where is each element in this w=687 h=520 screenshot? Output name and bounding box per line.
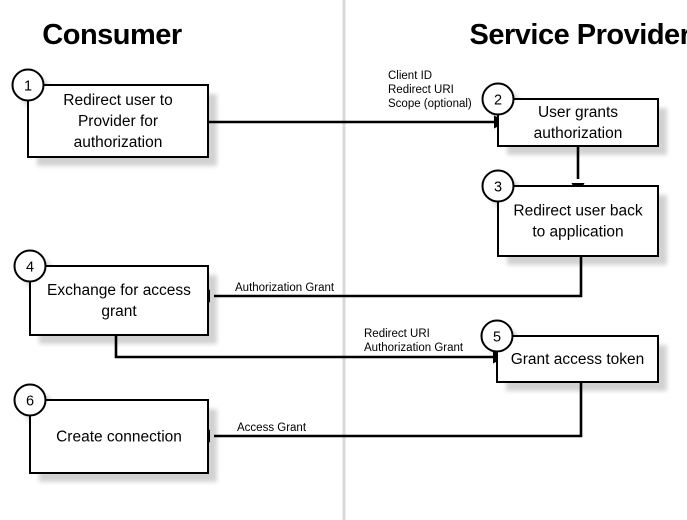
node-label-line: grant bbox=[101, 303, 137, 320]
edge-node-3-to-node-4: Authorization Grant bbox=[197, 256, 583, 303]
node-label-4: Exchange for access grant bbox=[47, 282, 191, 320]
step-number-5: 5 bbox=[493, 330, 501, 346]
node-label-line: to application bbox=[532, 224, 623, 241]
column-title-service-provider: Service Provider bbox=[470, 19, 687, 51]
edge-label-edge-1-2: Client ID Redirect URI Scope (optional) bbox=[388, 70, 472, 110]
node-label-line: Create connection bbox=[56, 429, 182, 446]
node-label-6: Create connection bbox=[56, 429, 182, 446]
edge-label-edge-3-4: Authorization Grant bbox=[235, 282, 335, 294]
node-label-line: Redirect user back bbox=[513, 203, 642, 220]
edge-label-line: Authorization Grant bbox=[364, 342, 464, 354]
edge-node-5-to-node-6: Access Grant bbox=[197, 382, 583, 443]
node-label-line: Grant access token bbox=[511, 351, 645, 368]
edge-line-edge-5-6 bbox=[214, 382, 583, 438]
edge-node-4-to-node-5: Redirect URI Authorization Grant bbox=[114, 328, 506, 364]
step-number-2: 2 bbox=[494, 93, 502, 109]
step-circle-5 bbox=[480, 319, 514, 353]
node-5: Grant access token 5 bbox=[480, 319, 663, 387]
node-6: Create connection 6 bbox=[13, 383, 213, 478]
node-label-1: Redirect user to Provider for authorizatio… bbox=[63, 92, 172, 151]
edge-label-line: Authorization Grant bbox=[235, 282, 335, 294]
node-label-line: Exchange for access bbox=[47, 282, 191, 299]
step-circle-3 bbox=[481, 169, 515, 203]
step-circle-1 bbox=[11, 68, 45, 102]
node-box-2 bbox=[497, 98, 659, 147]
node-label-line: User grants bbox=[538, 104, 618, 121]
step-circle-6 bbox=[13, 383, 47, 417]
node-label-5: Grant access token bbox=[511, 351, 645, 368]
step-circle-4 bbox=[13, 249, 47, 283]
node-label-line: Provider for bbox=[78, 113, 158, 130]
edge-label-line: Redirect URI bbox=[364, 328, 430, 340]
edge-label-line: Client ID bbox=[388, 70, 432, 82]
node-box-4 bbox=[29, 265, 209, 336]
step-number-3: 3 bbox=[494, 180, 502, 196]
step-circle-2 bbox=[481, 82, 515, 116]
edge-line-edge-4-5 bbox=[114, 335, 493, 359]
node-label-3: Redirect user back to application bbox=[513, 203, 642, 241]
step-number-4: 4 bbox=[26, 260, 34, 276]
node-box-5 bbox=[496, 335, 659, 383]
node-label-2: User grants authorization bbox=[534, 104, 623, 142]
edge-label-edge-4-5: Redirect URI Authorization Grant bbox=[364, 328, 464, 354]
column-title-consumer: Consumer bbox=[42, 19, 182, 51]
node-box-1 bbox=[27, 84, 209, 158]
column-titles: Consumer Service Provider bbox=[42, 19, 687, 51]
node-3: Redirect user back to application 3 bbox=[481, 169, 663, 261]
node-label-line: Redirect user to bbox=[63, 92, 172, 109]
node-1: Redirect user to Provider for authorizatio… bbox=[11, 68, 213, 162]
node-box-6 bbox=[29, 399, 209, 474]
flow-nodes: Redirect user to Provider for authorizatio… bbox=[11, 68, 663, 478]
edge-label-line: Scope (optional) bbox=[388, 98, 472, 110]
step-number-1: 1 bbox=[24, 79, 32, 95]
edge-node-1-to-node-2: Client ID Redirect URI Scope (optional) bbox=[208, 70, 507, 129]
node-label-line: authorization bbox=[74, 134, 163, 151]
node-label-line: authorization bbox=[534, 125, 623, 142]
edge-label-line: Access Grant bbox=[237, 422, 307, 434]
edge-label-edge-5-6: Access Grant bbox=[237, 422, 307, 434]
node-box-3 bbox=[497, 185, 659, 257]
edge-label-line: Redirect URI bbox=[388, 84, 454, 96]
step-number-6: 6 bbox=[26, 394, 34, 410]
node-4: Exchange for access grant 4 bbox=[13, 249, 213, 340]
edge-line-edge-3-4 bbox=[214, 256, 583, 298]
node-2: User grants authorization 2 bbox=[481, 82, 663, 151]
